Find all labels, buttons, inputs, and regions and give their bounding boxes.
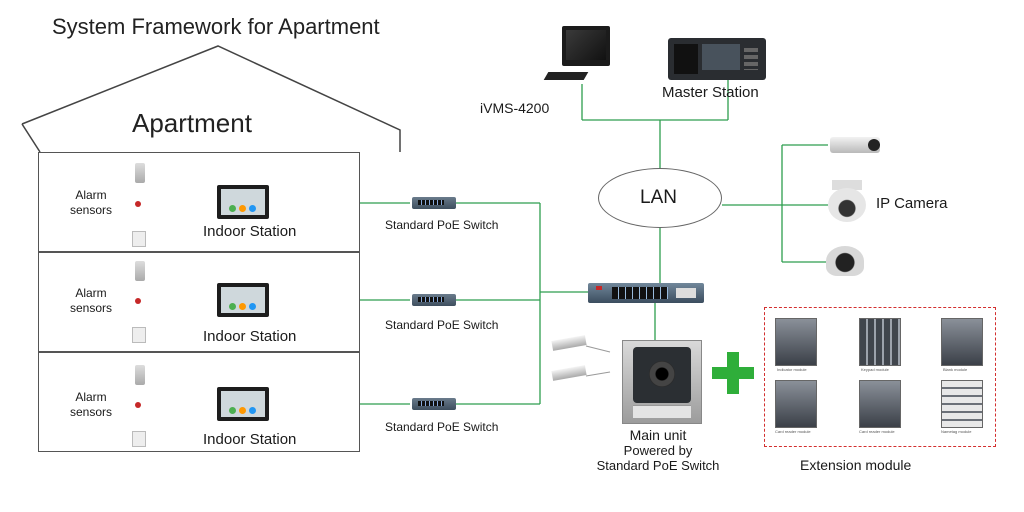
alarm-button-icon: [135, 402, 141, 408]
module-caption: Nametag module: [941, 429, 972, 434]
nametag-module-icon: [941, 380, 983, 428]
indicator-module-icon: [775, 318, 817, 366]
dome-camera-icon: [826, 246, 864, 276]
network-links: [272, 80, 828, 405]
main-unit-title: Main unit: [629, 427, 687, 443]
alarm-sensors-label: Alarm sensors: [69, 188, 113, 217]
door-sensor-icon: [132, 231, 146, 247]
master-station-label: Master Station: [662, 84, 759, 101]
poe-switch-label: Standard PoE Switch: [385, 420, 499, 434]
indoor-station-icon: [217, 387, 269, 421]
module-caption: Indicator module: [777, 367, 807, 372]
poe-switch-label: Standard PoE Switch: [385, 218, 499, 232]
keypad-module-icon: [859, 318, 901, 366]
speed-dome-camera-icon: [828, 180, 866, 222]
alarm-button-icon: [135, 201, 141, 207]
main-unit-powered-label: Powered by Standard PoE Switch: [596, 443, 720, 473]
module-caption: Card reader module: [775, 429, 811, 434]
smoke-sensor-icon: [135, 163, 145, 183]
indoor-station-label: Indoor Station: [203, 223, 297, 240]
module-caption: Blank module: [943, 367, 968, 372]
poe-switch-icon: [412, 197, 456, 209]
card-reader-module-icon: [859, 380, 901, 428]
poe-switch-icon: [412, 398, 456, 410]
extension-module-group: Indicator module Keypad module Blank mod…: [764, 307, 996, 447]
extension-module-label: Extension module: [800, 457, 912, 473]
door-sensor-icon: [132, 327, 146, 343]
alarm-sensors-label: Alarm sensors: [69, 286, 113, 315]
floor-1: Alarm sensors Indoor Station: [38, 152, 360, 252]
floor-3: Alarm sensors Indoor Station: [38, 352, 360, 452]
main-unit-icon: [622, 340, 702, 424]
alarm-button-icon: [135, 298, 141, 304]
indoor-station-label: Indoor Station: [203, 431, 297, 448]
apartment-label: Apartment: [132, 108, 252, 138]
plus-icon: [712, 352, 754, 394]
module-caption: Keypad module: [861, 367, 889, 372]
page-title: System Framework for Apartment: [52, 14, 380, 39]
floor-2: Alarm sensors Indoor Station: [38, 252, 360, 352]
computer-monitor-icon: [562, 26, 610, 66]
indoor-station-label: Indoor Station: [203, 328, 297, 345]
poe-switch-icon: [412, 294, 456, 306]
blank-module-icon: [941, 318, 983, 366]
module-caption: Card reader module: [859, 429, 895, 434]
indoor-station-icon: [217, 283, 269, 317]
main-poe-switch-icon: [588, 283, 704, 303]
poe-switch-label: Standard PoE Switch: [385, 318, 499, 332]
master-station-icon: [668, 38, 766, 80]
ip-camera-label: IP Camera: [876, 195, 948, 212]
lan-cloud: [598, 168, 722, 228]
indoor-station-icon: [217, 185, 269, 219]
main-unit-label: Main unit Powered by Standard PoE Switch: [597, 427, 720, 474]
keyboard-icon: [543, 72, 589, 80]
lan-label: LAN: [640, 187, 677, 208]
card-reader-module-icon: [775, 380, 817, 428]
alarm-sensors-label: Alarm sensors: [69, 390, 113, 419]
smoke-sensor-icon: [135, 261, 145, 281]
smoke-sensor-icon: [135, 365, 145, 385]
ivms-label: iVMS-4200: [480, 100, 550, 116]
box-camera-icon: [830, 137, 880, 153]
door-sensor-icon: [132, 431, 146, 447]
